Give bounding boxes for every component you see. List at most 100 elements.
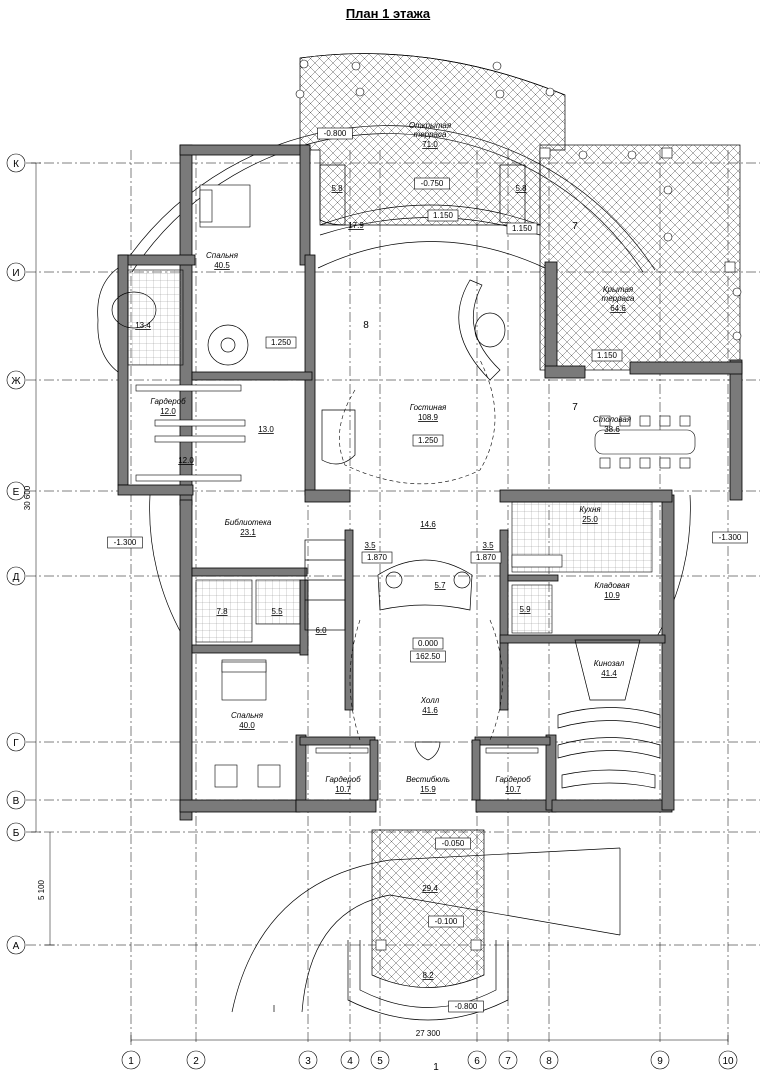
section-mark-3: 1 [433,1062,439,1073]
axis-label-Г: Г [13,738,19,749]
axis-bubble-4 [340,1050,360,1070]
room-area-13: 15.9 [420,785,436,794]
driveway-outer [231,847,621,1013]
level-6-frame [412,434,444,447]
area-6: 14.6 [420,520,436,529]
dining-chairs [599,415,691,469]
room-name-1: Спальня [206,251,239,260]
porch-floor [371,829,485,988]
room-area-12: 10.7 [335,785,351,794]
level-9: -1.300 [114,538,137,547]
level-11-frame [435,837,471,850]
room-area-4: 12.0 [160,407,176,416]
axis-label-4: 4 [347,1056,353,1067]
library-stair [304,539,346,631]
level-5: 1.250 [271,338,292,347]
room-area-1: 40.5 [214,261,230,270]
room-name-12: Гардероб [325,775,361,784]
room-name-5: Столовая [593,415,632,424]
level-13: -0.800 [455,1002,478,1011]
area-10: 7.8 [216,607,228,616]
room-name-0: терраса [414,130,447,139]
level-8: 1.870 [476,553,497,562]
spiral-stair [207,324,249,366]
terrace-stair-left [319,164,346,226]
bath-east [511,584,553,634]
room-area-0: 71.0 [422,140,438,149]
dim-overall-width: 27 300 [416,1029,441,1038]
level-5-frame [265,336,297,349]
room-name-9: Холл [420,696,440,705]
level-3: 1.150 [512,224,533,233]
wardrobe-racks [135,384,539,754]
room-area-2: 64.6 [610,304,626,313]
axis-bubble-А [6,935,26,955]
axis-bubble-5 [370,1050,390,1070]
room-name-4: Гардероб [150,397,186,406]
level-12: -0.100 [435,917,458,926]
level-2: 1.150 [433,211,454,220]
room-area-10: 41.4 [601,669,617,678]
axis-label-2: 2 [193,1056,199,1067]
axis-bubble-Е [6,481,26,501]
axis-bubble-2 [186,1050,206,1070]
axis-bubble-Д [6,566,26,586]
dim-overall-height: 30 600 [23,485,32,510]
grand-piano [321,409,356,465]
axis-label-9: 9 [657,1056,663,1067]
level-7: 1.870 [367,553,388,562]
axis-label-А: А [13,941,20,952]
level-7-frame [361,551,393,564]
axis-label-8: 8 [546,1056,552,1067]
axis-bubble-Б [6,822,26,842]
interior-walls [191,371,666,801]
area-11: 5.5 [271,607,283,616]
datum-absolute: 162.50 [416,652,441,661]
level-10-frame [712,531,748,544]
section-mark-1: 7 [572,402,578,413]
level-9-frame [107,536,143,549]
bath-south [195,579,253,643]
axis-label-И: И [12,268,19,279]
axis-bubble-И [6,262,26,282]
axis-label-В: В [13,796,20,807]
driveway-inner [301,894,621,1013]
area-14: 29.4 [422,884,438,893]
room-name-11: Спальня [231,711,264,720]
level-10: -1.300 [719,533,742,542]
room-area-9: 41.6 [422,706,438,715]
level-12-frame [428,915,464,928]
room-name-10: Кинозал [594,659,625,668]
room-area-8: 10.9 [604,591,620,600]
datum-absolute-frame [410,650,446,663]
area-1: 12.0 [178,456,194,465]
room-name-8: Кладовая [594,581,630,590]
room-name-3: Гостиная [410,403,447,412]
room-area-7: 25.0 [582,515,598,524]
axis-label-7: 7 [505,1056,511,1067]
area-5: 5.8 [515,184,527,193]
axis-bubble-10 [718,1050,738,1070]
axis-bubble-В [6,790,26,810]
axis-label-Б: Б [13,828,20,839]
area-12: 6.0 [315,626,327,635]
level-1-frame [414,177,450,190]
dining-table [594,429,696,455]
level-11: -0.050 [442,839,465,848]
room-name-2: терраса [602,294,635,303]
axis-label-10: 10 [722,1056,734,1067]
area-0: 13.4 [135,321,151,330]
wc-south [255,579,301,625]
area-2: 13.0 [258,425,274,434]
living-sofa [458,279,501,381]
level-0: -0.800 [324,129,347,138]
area-13: 5.9 [519,605,531,614]
axis-bubble-Г [6,732,26,752]
axis-label-3: 3 [305,1056,311,1067]
area-7: 3.5 [364,541,376,550]
axis-bubble-6 [467,1050,487,1070]
covered-terrace-floor [539,144,741,371]
area-4: 5.8 [331,184,343,193]
plan-title: План 1 этажа [345,6,431,21]
level-4: 1.150 [597,351,618,360]
